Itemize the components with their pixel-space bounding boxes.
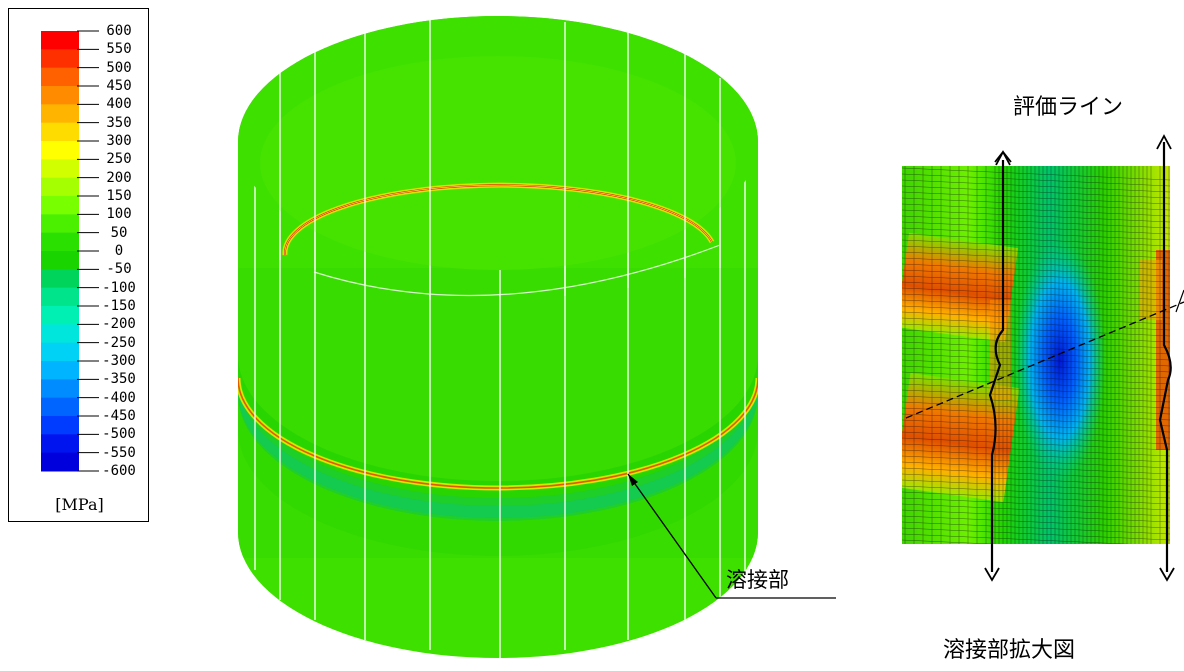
legend-swatch xyxy=(41,196,79,215)
legend-value-label: -200 xyxy=(102,316,136,333)
legend-swatch xyxy=(41,67,79,87)
legend-swatch xyxy=(41,214,79,234)
legend-value-label: 150 xyxy=(106,188,132,204)
legend-value-label: 200 xyxy=(106,169,132,186)
legend-swatch xyxy=(41,306,79,325)
legend-value-label: -450 xyxy=(102,408,136,424)
legend-value-label: -150 xyxy=(102,298,136,314)
legend-swatch xyxy=(41,434,79,454)
legend-swatch xyxy=(41,232,79,252)
cylinder-model xyxy=(238,16,758,658)
legend-value-label: -550 xyxy=(102,444,136,461)
legend-swatch xyxy=(41,287,79,307)
legend-swatch xyxy=(41,452,79,472)
legend-value-label: 600 xyxy=(106,23,132,39)
legend-swatch xyxy=(41,379,79,399)
legend-value-label: 50 xyxy=(110,224,128,241)
legend-value-label: 550 xyxy=(106,41,132,58)
legend-value-label: -300 xyxy=(102,353,136,369)
legend-value-label: 100 xyxy=(106,206,132,223)
legend-swatch xyxy=(41,342,79,362)
weld-leader xyxy=(627,473,836,599)
legend-swatch xyxy=(41,104,79,124)
legend-swatch xyxy=(41,86,79,105)
weld-zoom-caption: 溶接部拡大図 xyxy=(943,638,1076,663)
legend-value-label: -50 xyxy=(106,261,132,278)
legend-value-label: -350 xyxy=(102,371,136,388)
legend-value-label: 500 xyxy=(106,59,132,76)
legend-value-label: 300 xyxy=(106,133,132,149)
legend-value-label: -400 xyxy=(102,389,136,406)
legend-value-label: 0 xyxy=(114,243,124,259)
legend-swatch xyxy=(41,141,79,160)
legend-swatch xyxy=(41,49,79,69)
legend-color-bar xyxy=(41,30,99,472)
legend-value-label: -250 xyxy=(102,334,136,351)
legend-swatch xyxy=(41,159,79,179)
legend-swatch xyxy=(41,177,79,197)
legend-value-label: 400 xyxy=(106,96,132,113)
legend-swatch xyxy=(41,397,79,417)
legend-unit-label: [MPa] xyxy=(55,495,104,514)
legend-value-label: -600 xyxy=(102,463,136,479)
legend-value-label: 350 xyxy=(106,114,132,131)
legend-value-label: -100 xyxy=(102,279,136,296)
legend-swatch xyxy=(41,416,79,435)
legend-value-label: 250 xyxy=(106,151,132,168)
legend-swatch xyxy=(41,269,79,289)
legend-swatch xyxy=(41,251,79,270)
legend-value-label: 450 xyxy=(106,78,132,94)
weld-label: 溶接部 xyxy=(726,568,789,592)
weld-zoom-view xyxy=(902,134,1184,582)
legend-swatch xyxy=(41,361,79,380)
legend-value-label: -500 xyxy=(102,426,136,443)
legend-swatch xyxy=(41,122,79,142)
legend-swatch xyxy=(41,324,79,344)
legend-swatch xyxy=(41,31,79,50)
evaluation-line-label: 評価ライン xyxy=(1013,95,1124,120)
